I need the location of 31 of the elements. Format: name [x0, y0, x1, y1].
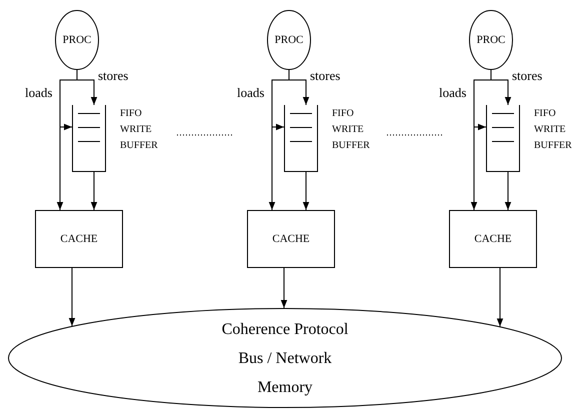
edge-label: loads: [237, 86, 264, 100]
processor-circle: [267, 10, 311, 70]
node-text: PROC: [62, 34, 92, 46]
ellipse-text: Memory: [257, 378, 313, 398]
arrow: [496, 268, 504, 327]
cache-box: [449, 210, 537, 268]
buffer-label: FIFO WRITE BUFFER: [120, 107, 159, 153]
fifo-buffer: [72, 105, 106, 172]
arrow: [302, 172, 310, 210]
ellipse-text: Bus / Network: [238, 348, 332, 368]
fifo-buffer: [486, 105, 520, 172]
node-text: CACHE: [60, 232, 98, 246]
processor-circle: [55, 10, 99, 70]
cache-box: [35, 210, 123, 268]
node-text: CACHE: [474, 232, 512, 246]
ellipse-text: Coherence Protocol: [222, 320, 348, 340]
memory-ellipse: [8, 308, 562, 408]
arrow: [90, 172, 98, 210]
node-text: PROC: [476, 34, 506, 46]
fifo-buffer: [284, 105, 318, 172]
buffer-label: FIFO WRITE BUFFER: [534, 107, 573, 153]
buffer-label: FIFO WRITE BUFFER: [332, 107, 371, 153]
node-text: CACHE: [272, 232, 310, 246]
node-text: PROC: [274, 34, 304, 46]
cache-box: [247, 210, 335, 268]
edge-label: loads: [25, 86, 52, 100]
processor-circle: [469, 10, 513, 70]
arrow: [504, 172, 512, 210]
arrow: [280, 268, 288, 308]
arrow: [68, 268, 76, 327]
edge-label: loads: [439, 86, 466, 100]
